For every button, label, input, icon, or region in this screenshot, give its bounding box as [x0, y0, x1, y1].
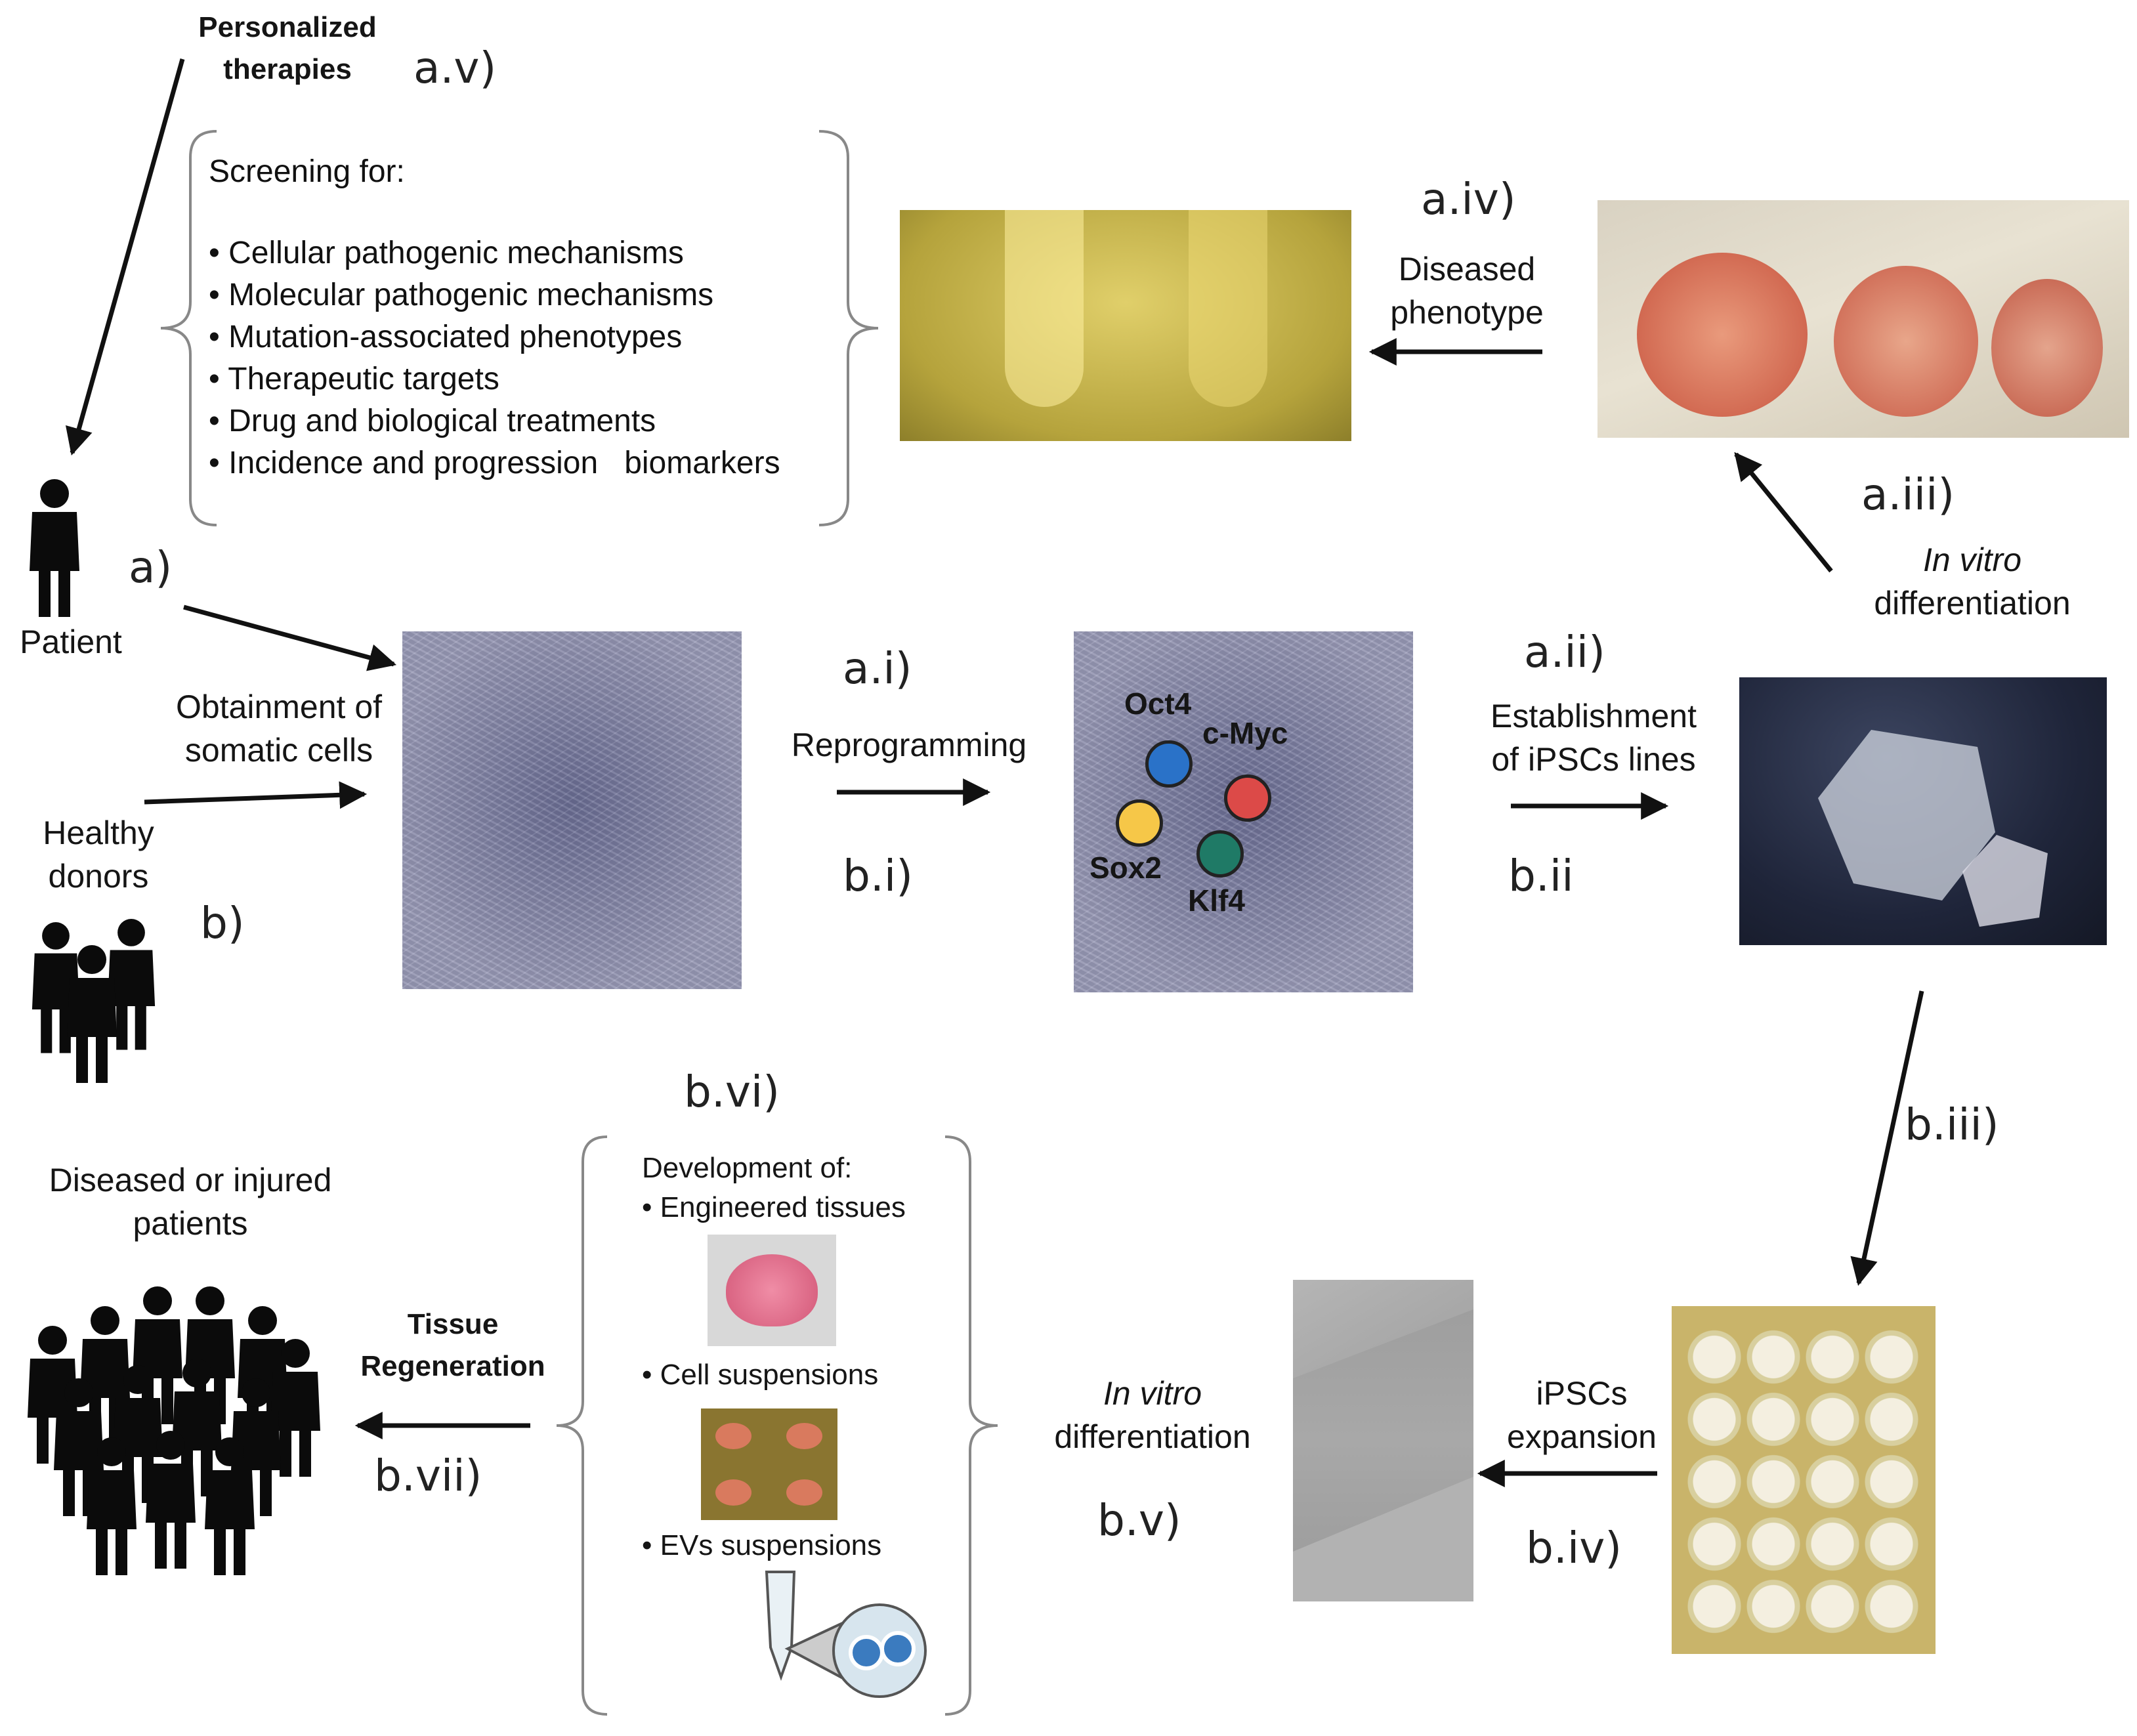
- step-a: a): [129, 542, 173, 593]
- screening-brace-left: [160, 130, 217, 526]
- step-a-i: a.i): [843, 643, 912, 694]
- cmyc-dot: [1224, 774, 1271, 822]
- oct4-dot: [1145, 740, 1193, 788]
- step-b: b): [200, 898, 245, 948]
- arrow-patient-to-cells: [183, 604, 397, 671]
- step-b-vii: b.vii): [374, 1450, 482, 1501]
- screening-item: • Therapeutic targets: [209, 362, 499, 396]
- arrow-invitro-a: [1734, 452, 1833, 573]
- screening-item: • Cellular pathogenic mechanisms: [209, 236, 684, 270]
- development-item-evs: • EVs suspensions: [642, 1529, 882, 1561]
- screening-title: Screening for:: [209, 154, 405, 189]
- healthy-donors-icon: [32, 919, 156, 1083]
- screening-item: • Drug and biological treatments: [209, 404, 656, 438]
- screening-item: • Mutation-associated phenotypes: [209, 320, 683, 354]
- reprogramming-label: Reprogramming: [791, 727, 1027, 763]
- step-a-v: a.v): [413, 43, 497, 93]
- engineered-tissue-photo: [708, 1235, 836, 1346]
- step-b-ii: b.ii: [1508, 851, 1574, 901]
- development-brace-right: [944, 1135, 998, 1716]
- patient-icon: [30, 479, 79, 617]
- development-brace-left: [556, 1135, 608, 1716]
- klf4-dot: [1196, 830, 1244, 878]
- patient-label: Patient: [20, 624, 122, 660]
- somatic-cells-micrograph: [402, 631, 742, 989]
- screening-item: • Molecular pathogenic mechanisms: [209, 278, 714, 312]
- step-b-iv: b.iv): [1526, 1523, 1622, 1573]
- development-item-cells: • Cell suspensions: [642, 1359, 879, 1391]
- cell-suspension-photo: [701, 1408, 837, 1520]
- arrow-b-iii: [1850, 990, 1924, 1286]
- sox2-label: Sox2: [1090, 851, 1162, 885]
- step-b-i: b.i): [843, 851, 913, 901]
- step-b-v: b.v): [1097, 1495, 1181, 1546]
- tubes-photo: [900, 210, 1351, 441]
- ipsc-colony-photo: [1739, 677, 2107, 945]
- step-a-iii: a.iii): [1861, 469, 1955, 520]
- culture-rack-photo: [1672, 1306, 1936, 1654]
- ipsc-expansion-micrograph: [1293, 1280, 1473, 1601]
- screening-item: • Incidence and progression biomarkers: [209, 446, 780, 480]
- arrow-personalized: [65, 58, 185, 456]
- klf4-label: Klf4: [1188, 883, 1245, 918]
- step-a-ii: a.ii): [1524, 627, 1605, 677]
- step-b-vi: b.vi): [684, 1067, 780, 1117]
- screening-list: Screening for: • Cellular pathogenic mec…: [209, 151, 780, 484]
- development-title: Development of:: [642, 1152, 853, 1184]
- arrow-donors-to-cells: [144, 781, 368, 809]
- diseased-patients-icon: [28, 1286, 320, 1575]
- sox2-dot: [1116, 799, 1163, 847]
- step-b-iii: b.iii): [1905, 1099, 1999, 1150]
- screening-brace-right: [818, 130, 879, 526]
- well-plate-photo: [1597, 200, 2129, 438]
- step-a-iv: a.iv): [1421, 174, 1516, 224]
- ev-tube-icon: [765, 1571, 927, 1698]
- cmyc-label: c-Myc: [1202, 716, 1288, 750]
- oct4-label: Oct4: [1124, 687, 1192, 721]
- development-item-engineered: • Engineered tissues: [642, 1191, 906, 1223]
